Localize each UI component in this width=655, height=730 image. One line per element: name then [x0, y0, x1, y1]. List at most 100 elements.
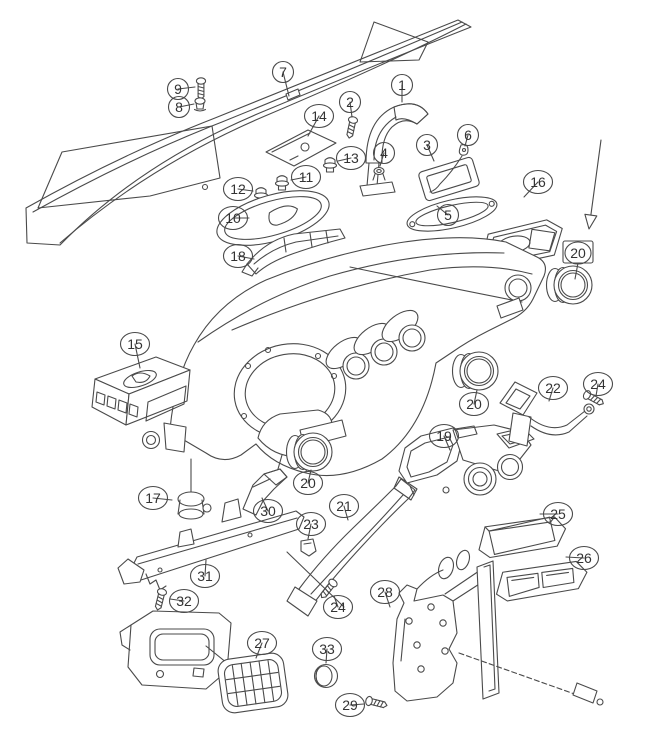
- callout-21[interactable]: 21: [328, 493, 360, 519]
- part-20-round-vent-center: [451, 351, 499, 391]
- part-4-nut: [372, 166, 386, 181]
- callout-10[interactable]: 10: [217, 205, 249, 231]
- svg-text:20: 20: [300, 475, 316, 491]
- part-29-screw: [364, 695, 389, 711]
- svg-text:24: 24: [330, 599, 346, 615]
- svg-text:6: 6: [464, 127, 472, 143]
- callout-30[interactable]: 30: [252, 498, 284, 524]
- part-30-duct: [242, 468, 288, 516]
- callout-11[interactable]: 11: [290, 164, 322, 190]
- svg-text:1: 1: [398, 77, 406, 93]
- part-13-clip: [322, 157, 338, 173]
- callout-24[interactable]: 24: [582, 371, 614, 397]
- callout-31[interactable]: 31: [189, 563, 221, 589]
- callout-26[interactable]: 26: [568, 545, 600, 571]
- svg-text:16: 16: [530, 174, 546, 190]
- part-9-screw: [195, 77, 207, 101]
- svg-text:4: 4: [380, 145, 388, 161]
- svg-text:20: 20: [570, 245, 586, 261]
- part-32-screw: [152, 587, 168, 612]
- highlight-box: [562, 240, 594, 264]
- callout-20-highlighted[interactable]: 20: [562, 240, 594, 265]
- callout-23[interactable]: 23: [295, 511, 327, 537]
- svg-text:22: 22: [545, 380, 561, 396]
- svg-text:9: 9: [174, 81, 182, 97]
- part-20-round-vent-left: [285, 432, 333, 472]
- svg-text:23: 23: [303, 516, 319, 532]
- svg-text:5: 5: [444, 207, 452, 223]
- svg-text:15: 15: [127, 336, 143, 352]
- svg-text:26: 26: [576, 550, 592, 566]
- highlight-arrow-head: [584, 213, 598, 230]
- part-20-round-vent-highlighted: [545, 265, 593, 305]
- callout-33[interactable]: 33: [311, 636, 343, 662]
- callout-24[interactable]: 24: [322, 594, 354, 620]
- callout-20[interactable]: 20: [292, 470, 324, 496]
- callout-4[interactable]: 4: [372, 141, 396, 165]
- highlight-arrow-shaft: [590, 139, 602, 216]
- callout-13[interactable]: 13: [335, 145, 367, 171]
- svg-text:28: 28: [377, 584, 393, 600]
- part-22-demister-duct: [499, 381, 595, 447]
- callout-12[interactable]: 12: [222, 176, 254, 202]
- part-dash-end-panel: [119, 610, 260, 690]
- callout-2[interactable]: 2: [338, 90, 362, 114]
- callout-6[interactable]: 6: [456, 123, 480, 147]
- part-18-bracket: [241, 228, 346, 277]
- callout-25[interactable]: 25: [542, 501, 574, 527]
- callout-29[interactable]: 29: [334, 692, 366, 718]
- callout-20[interactable]: 20: [458, 391, 490, 417]
- svg-text:29: 29: [342, 697, 358, 713]
- callout-32[interactable]: 32: [168, 588, 200, 614]
- callout-9[interactable]: 9: [166, 77, 190, 101]
- svg-text:2: 2: [346, 94, 354, 110]
- callout-27[interactable]: 27: [246, 630, 278, 656]
- callout-18[interactable]: 18: [222, 243, 254, 269]
- svg-text:7: 7: [279, 64, 287, 80]
- callout-1[interactable]: 1: [390, 73, 414, 97]
- part-27-side-vent-grille: [217, 652, 289, 714]
- part-14-cover-plate: [265, 129, 337, 167]
- part-5-seal: [406, 196, 498, 232]
- svg-text:3: 3: [423, 137, 431, 153]
- part-19-air-distributor: [398, 424, 535, 496]
- svg-text:31: 31: [197, 568, 213, 584]
- callout-5[interactable]: 5: [436, 203, 460, 227]
- part-15-switch-panel: [91, 356, 191, 426]
- svg-text:17: 17: [145, 490, 161, 506]
- part-7-cowl-panel: [25, 19, 472, 246]
- callout-3[interactable]: 3: [415, 133, 439, 157]
- part-2-screw: [344, 115, 359, 140]
- svg-text:24: 24: [590, 376, 606, 392]
- part-8-grommet: [193, 97, 207, 112]
- part-26-control-module: [495, 560, 588, 602]
- part-33-cap: [313, 663, 339, 689]
- callout-16[interactable]: 16: [522, 169, 554, 195]
- svg-text:30: 30: [260, 503, 276, 519]
- callout-17[interactable]: 17: [137, 485, 169, 511]
- svg-text:27: 27: [254, 635, 270, 651]
- part-11-clip: [274, 175, 290, 191]
- callout-19[interactable]: 19: [428, 423, 460, 449]
- callout-8[interactable]: 8: [167, 95, 191, 119]
- part-17-sensor: [177, 458, 212, 520]
- svg-text:19: 19: [436, 428, 452, 444]
- part-25-control-module: [478, 516, 567, 559]
- svg-text:18: 18: [230, 248, 246, 264]
- callout-15[interactable]: 15: [119, 331, 151, 357]
- leader-layer: [134, 71, 599, 706]
- svg-text:11: 11: [299, 169, 314, 185]
- part-3-air-vent: [418, 156, 480, 202]
- callout-22[interactable]: 22: [537, 375, 569, 401]
- svg-text:14: 14: [311, 108, 327, 124]
- svg-text:32: 32: [176, 593, 192, 609]
- callout-28[interactable]: 28: [369, 579, 401, 605]
- svg-text:20: 20: [466, 396, 482, 412]
- highlight-layer: 20: [562, 139, 602, 280]
- callout-14[interactable]: 14: [303, 103, 335, 129]
- callout-7[interactable]: 7: [271, 60, 295, 84]
- part-28-mounting-bracket: [392, 549, 604, 706]
